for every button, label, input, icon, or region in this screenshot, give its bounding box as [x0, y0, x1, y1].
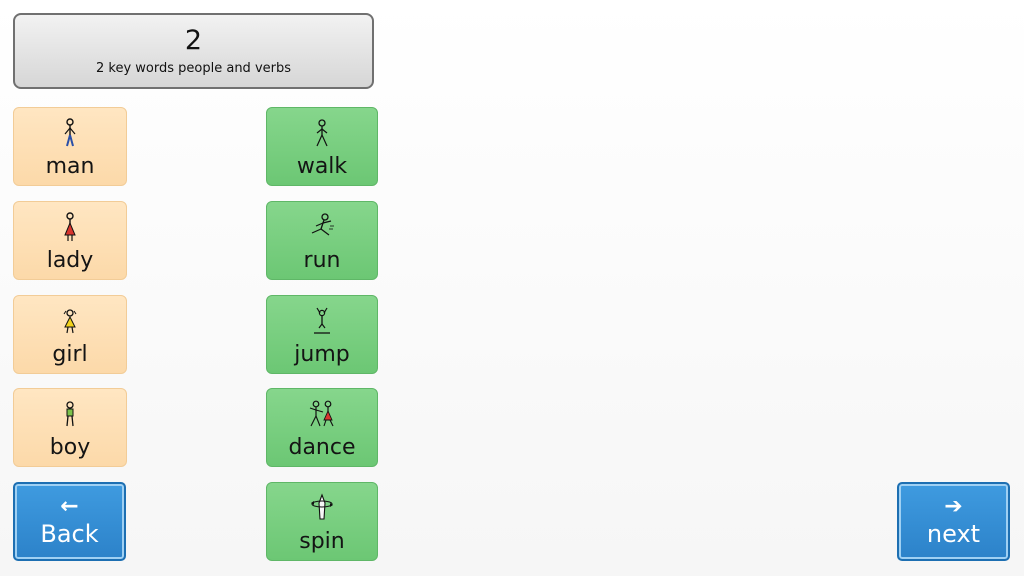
- back-label: Back: [40, 519, 99, 548]
- run-icon: [309, 210, 335, 244]
- cell-boy[interactable]: boy: [13, 388, 127, 467]
- boy-icon: [62, 397, 78, 431]
- cell-label: run: [303, 248, 341, 273]
- cell-lady[interactable]: lady: [13, 201, 127, 280]
- cell-label: boy: [49, 435, 91, 460]
- spin-icon: [309, 491, 335, 525]
- cell-label: man: [45, 154, 95, 179]
- jump-icon: [311, 304, 333, 338]
- cell-spin[interactable]: spin: [266, 482, 378, 561]
- back-button[interactable]: ← Back: [13, 482, 126, 561]
- cell-label: lady: [46, 248, 94, 273]
- cell-label: jump: [294, 342, 350, 367]
- cell-label: walk: [296, 154, 348, 179]
- lady-icon: [62, 210, 78, 244]
- message-subtitle: 2 key words people and verbs: [96, 61, 291, 76]
- cell-man[interactable]: man: [13, 107, 127, 186]
- next-label: next: [926, 519, 981, 548]
- cell-run[interactable]: run: [266, 201, 378, 280]
- cell-walk[interactable]: walk: [266, 107, 378, 186]
- arrow-left-icon: ←: [60, 493, 79, 519]
- cell-dance[interactable]: dance: [266, 388, 378, 467]
- cell-jump[interactable]: jump: [266, 295, 378, 374]
- cell-label: girl: [52, 342, 88, 367]
- message-number: 2: [184, 25, 203, 56]
- cell-label: spin: [299, 529, 345, 554]
- message-bar: 2 2 key words people and verbs: [13, 13, 374, 89]
- man-icon: [63, 116, 77, 150]
- cell-girl[interactable]: girl: [13, 295, 127, 374]
- cell-label: dance: [288, 435, 356, 460]
- walk-icon: [313, 116, 331, 150]
- next-button[interactable]: ➔ next: [897, 482, 1010, 561]
- girl-icon: [61, 304, 79, 338]
- dance-icon: [307, 397, 337, 431]
- arrow-right-icon: ➔: [944, 493, 963, 519]
